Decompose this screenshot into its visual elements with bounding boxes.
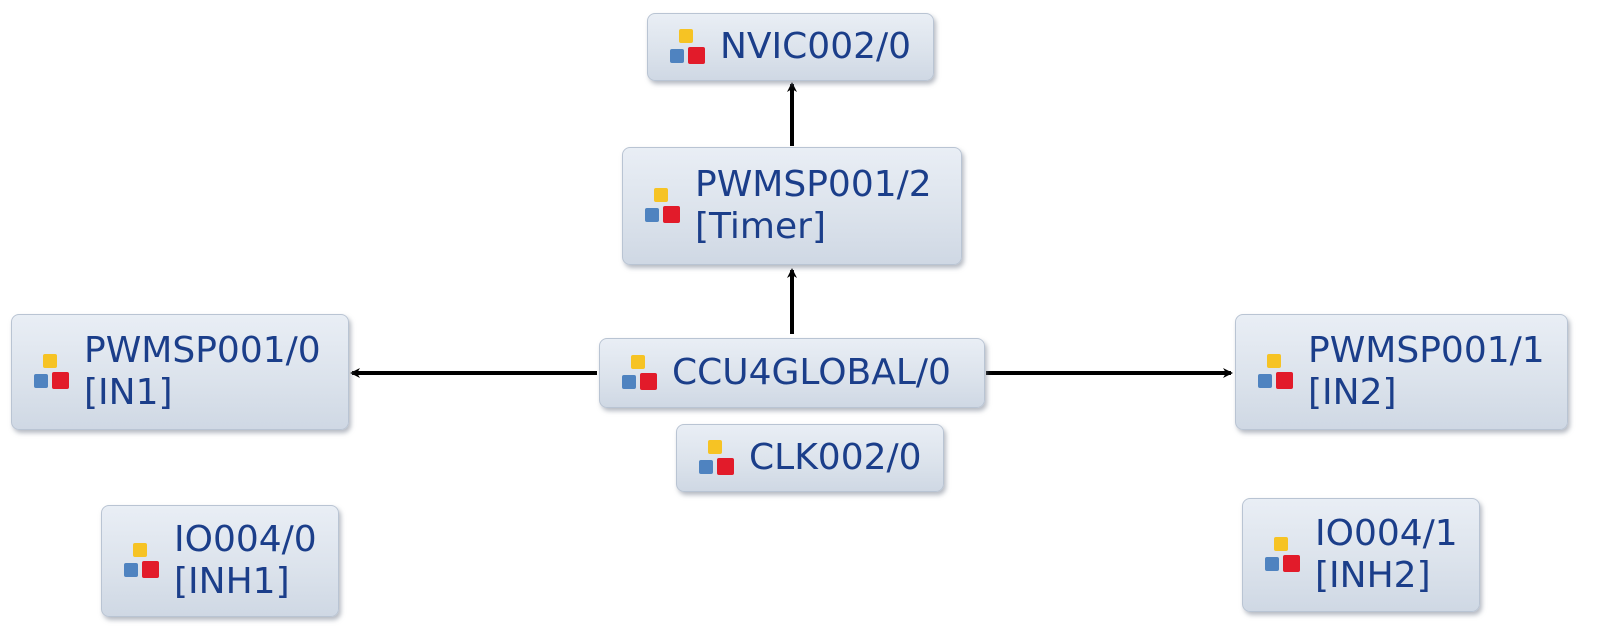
node-label: IO004/1 [INH2]: [1315, 513, 1458, 597]
node-name: CCU4GLOBAL/0: [672, 352, 951, 393]
node-label: IO004/0 [INH1]: [174, 519, 317, 603]
node-subtitle: [INH1]: [174, 561, 290, 602]
node-name: IO004/1: [1315, 513, 1458, 554]
node-name: IO004/0: [174, 519, 317, 560]
app-component-icon: [1263, 533, 1303, 577]
node-pwmsp001-0[interactable]: PWMSP001/0 [IN1]: [11, 314, 349, 430]
app-component-icon: [668, 25, 708, 69]
node-subtitle: [INH2]: [1315, 555, 1431, 596]
node-clk002-0[interactable]: CLK002/0: [676, 424, 944, 492]
app-component-icon: [1256, 350, 1296, 394]
node-pwmsp001-2[interactable]: PWMSP001/2 [Timer]: [622, 147, 962, 265]
node-pwmsp001-1[interactable]: PWMSP001/1 [IN2]: [1235, 314, 1568, 430]
app-component-icon: [697, 436, 737, 480]
node-name: PWMSP001/0: [84, 330, 321, 371]
node-label: CLK002/0: [749, 437, 922, 479]
node-ccu4global-0[interactable]: CCU4GLOBAL/0: [599, 338, 985, 408]
node-label: PWMSP001/0 [IN1]: [84, 330, 321, 414]
node-subtitle: [Timer]: [695, 206, 826, 247]
node-nvic002-0[interactable]: NVIC002/0: [647, 13, 934, 81]
node-label: PWMSP001/2 [Timer]: [695, 164, 932, 248]
app-component-icon: [643, 184, 683, 228]
node-name: PWMSP001/1: [1308, 330, 1545, 371]
node-label: PWMSP001/1 [IN2]: [1308, 330, 1545, 414]
app-component-icon: [122, 539, 162, 583]
node-name: PWMSP001/2: [695, 164, 932, 205]
app-component-icon: [620, 351, 660, 395]
app-component-icon: [32, 350, 72, 394]
node-subtitle: [IN1]: [84, 372, 173, 413]
node-label: NVIC002/0: [720, 26, 911, 68]
node-name: NVIC002/0: [720, 26, 912, 67]
node-io004-0[interactable]: IO004/0 [INH1]: [101, 505, 339, 617]
node-subtitle: [IN2]: [1308, 372, 1397, 413]
node-label: CCU4GLOBAL/0: [672, 352, 951, 394]
node-io004-1[interactable]: IO004/1 [INH2]: [1242, 498, 1480, 612]
node-name: CLK002/0: [749, 437, 922, 478]
